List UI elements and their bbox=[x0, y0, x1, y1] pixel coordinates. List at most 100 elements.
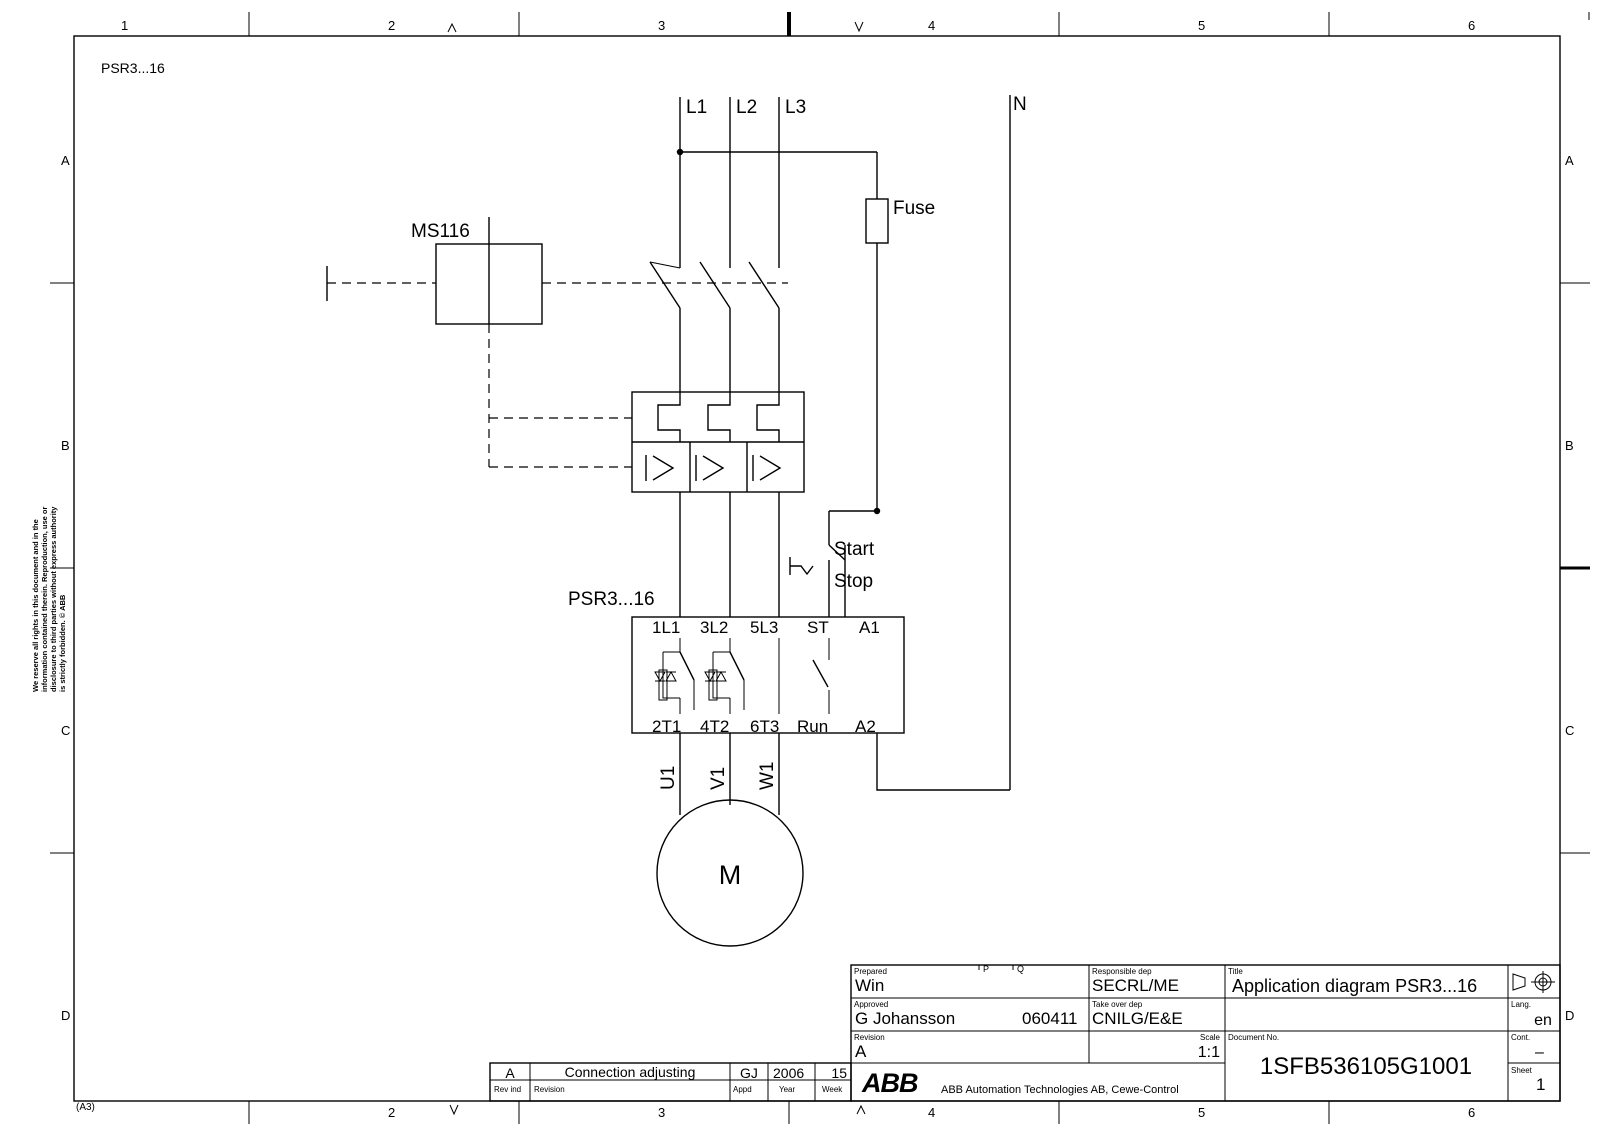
copyright-line: We reserve all rights in this document a… bbox=[31, 519, 40, 692]
abb-logo: ABB bbox=[861, 1068, 918, 1098]
sheet-value: 1 bbox=[1536, 1075, 1545, 1094]
control-feed: Fuse bbox=[676, 148, 935, 515]
docno-value: 1SFB536105G1001 bbox=[1260, 1053, 1472, 1080]
pushbutton-icon bbox=[789, 557, 814, 576]
takeover-caption: Take over dep bbox=[1092, 1000, 1143, 1009]
p-caption: P bbox=[983, 964, 989, 974]
row-label: A bbox=[61, 153, 70, 168]
row-label: B bbox=[61, 438, 70, 453]
motor-symbol: M bbox=[656, 799, 804, 947]
projection-symbol-icon bbox=[1512, 971, 1555, 993]
breaker-label: MS116 bbox=[411, 221, 470, 242]
softstarter-label: PSR3...16 bbox=[568, 589, 655, 610]
scale-value: 1:1 bbox=[1198, 1044, 1220, 1061]
terminal-6t3: 6T3 bbox=[750, 717, 779, 736]
terminal-run: Run bbox=[797, 717, 828, 736]
q-caption: Q bbox=[1017, 964, 1024, 974]
responsible-caption: Responsible dep bbox=[1092, 967, 1152, 976]
rev-ind-value: A bbox=[505, 1065, 515, 1081]
title-caption: Title bbox=[1228, 967, 1243, 976]
fuse-symbol bbox=[865, 198, 889, 244]
week-value: 15 bbox=[831, 1065, 847, 1081]
takeover-value: CNILG/E&E bbox=[1092, 1009, 1183, 1028]
column-label: 3 bbox=[658, 18, 665, 33]
motor-feed: U1 V1 W1 bbox=[658, 733, 780, 815]
approved-value: G Johansson bbox=[855, 1009, 955, 1028]
cont-caption: Cont. bbox=[1511, 1033, 1530, 1042]
cont-value: – bbox=[1535, 1044, 1544, 1061]
lang-caption: Lang. bbox=[1511, 1000, 1531, 1009]
line-label-n: N bbox=[1013, 94, 1027, 115]
copyright-note: We reserve all rights in this document a… bbox=[31, 506, 67, 692]
row-label: C bbox=[1565, 723, 1574, 738]
thyristor-icon bbox=[654, 638, 695, 714]
stop-label: Stop bbox=[834, 571, 873, 592]
supply-lines: L1 L2 L3 N bbox=[679, 94, 1027, 790]
row-label: D bbox=[1565, 1008, 1574, 1023]
appd-caption: Appd bbox=[733, 1085, 752, 1094]
motor-terminal-u1: U1 bbox=[658, 766, 679, 790]
magnetic-trip-icon bbox=[645, 455, 675, 481]
approved-date: 060411 bbox=[1022, 1009, 1077, 1028]
drawing-frame bbox=[50, 12, 1590, 1124]
prepared-caption: Prepared bbox=[854, 967, 887, 976]
revision-text-value: Connection adjusting bbox=[565, 1064, 696, 1080]
approved-caption: Approved bbox=[854, 1000, 888, 1009]
terminal-3l2: 3L2 bbox=[700, 618, 728, 637]
terminal-2t1: 2T1 bbox=[652, 717, 681, 736]
revision-caption-label: Revision bbox=[534, 1085, 565, 1094]
column-label: 1 bbox=[121, 18, 128, 33]
magnetic-trip-icon bbox=[695, 455, 725, 481]
company-name: ABB Automation Technologies AB, Cewe-Con… bbox=[941, 1084, 1179, 1096]
thyristor-icon bbox=[704, 638, 745, 714]
motor-terminal-w1: W1 bbox=[757, 762, 778, 791]
column-label: 2 bbox=[388, 18, 395, 33]
year-caption: Year bbox=[779, 1085, 796, 1094]
terminal-1l1: 1L1 bbox=[652, 618, 680, 637]
fuse-label: Fuse bbox=[893, 198, 935, 219]
diagram-corner-label: PSR3...16 bbox=[101, 60, 165, 76]
lang-value: en bbox=[1534, 1012, 1552, 1029]
week-caption: Week bbox=[822, 1085, 843, 1094]
row-label: D bbox=[61, 1008, 70, 1023]
terminal-a1: A1 bbox=[859, 618, 880, 637]
column-label: 3 bbox=[658, 1105, 665, 1120]
terminal-a2: A2 bbox=[855, 717, 876, 736]
magnetic-trip-icon bbox=[752, 455, 782, 481]
year-value: 2006 bbox=[773, 1065, 804, 1081]
start-label: Start bbox=[834, 539, 875, 560]
row-label: B bbox=[1565, 438, 1574, 453]
sheet-size-label: (A3) bbox=[76, 1102, 95, 1113]
scale-caption: Scale bbox=[1200, 1033, 1221, 1042]
column-label: 6 bbox=[1468, 18, 1475, 33]
terminal-st: ST bbox=[807, 618, 829, 637]
title-value: Application diagram PSR3...16 bbox=[1232, 976, 1477, 996]
column-label: 5 bbox=[1198, 1105, 1205, 1120]
title-block: Prepared Win P Q Approved G Johansson 06… bbox=[850, 964, 1561, 1102]
line-label-l1: L1 bbox=[686, 97, 707, 118]
zone-labels: 1 2 3 4 5 6 2 3 4 5 6 A B C D A B C D (A… bbox=[61, 18, 1574, 1120]
column-label: 5 bbox=[1198, 18, 1205, 33]
motor-terminal-v1: V1 bbox=[708, 767, 729, 790]
revision-table: A Connection adjusting GJ 2006 15 Rev in… bbox=[489, 1062, 852, 1102]
responsible-value: SECRL/ME bbox=[1092, 976, 1179, 995]
ms116-breaker: MS116 bbox=[326, 217, 788, 468]
appd-value: GJ bbox=[740, 1065, 758, 1081]
rev-ind-caption: Rev ind bbox=[494, 1085, 521, 1094]
copyright-line: information contained therein. Reproduct… bbox=[40, 506, 49, 692]
softstarter-psr: PSR3...16 1L1 3L2 5L3 ST A1 2T1 4T2 6T3 … bbox=[568, 589, 905, 736]
terminal-5l3: 5L3 bbox=[750, 618, 778, 637]
line-label-l3: L3 bbox=[785, 97, 806, 118]
revision-value: A bbox=[855, 1042, 867, 1061]
neutral-return bbox=[876, 733, 1010, 791]
column-label: 2 bbox=[388, 1105, 395, 1120]
revision-caption: Revision bbox=[854, 1033, 885, 1042]
prepared-value: Win bbox=[855, 976, 884, 995]
terminal-4t2: 4T2 bbox=[700, 717, 729, 736]
start-stop-buttons: Start Stop bbox=[789, 510, 877, 617]
row-label: C bbox=[61, 723, 70, 738]
motor-label: M bbox=[719, 860, 742, 890]
copyright-line: disclosure to third parties without expr… bbox=[49, 506, 58, 692]
column-label: 4 bbox=[928, 1105, 935, 1120]
